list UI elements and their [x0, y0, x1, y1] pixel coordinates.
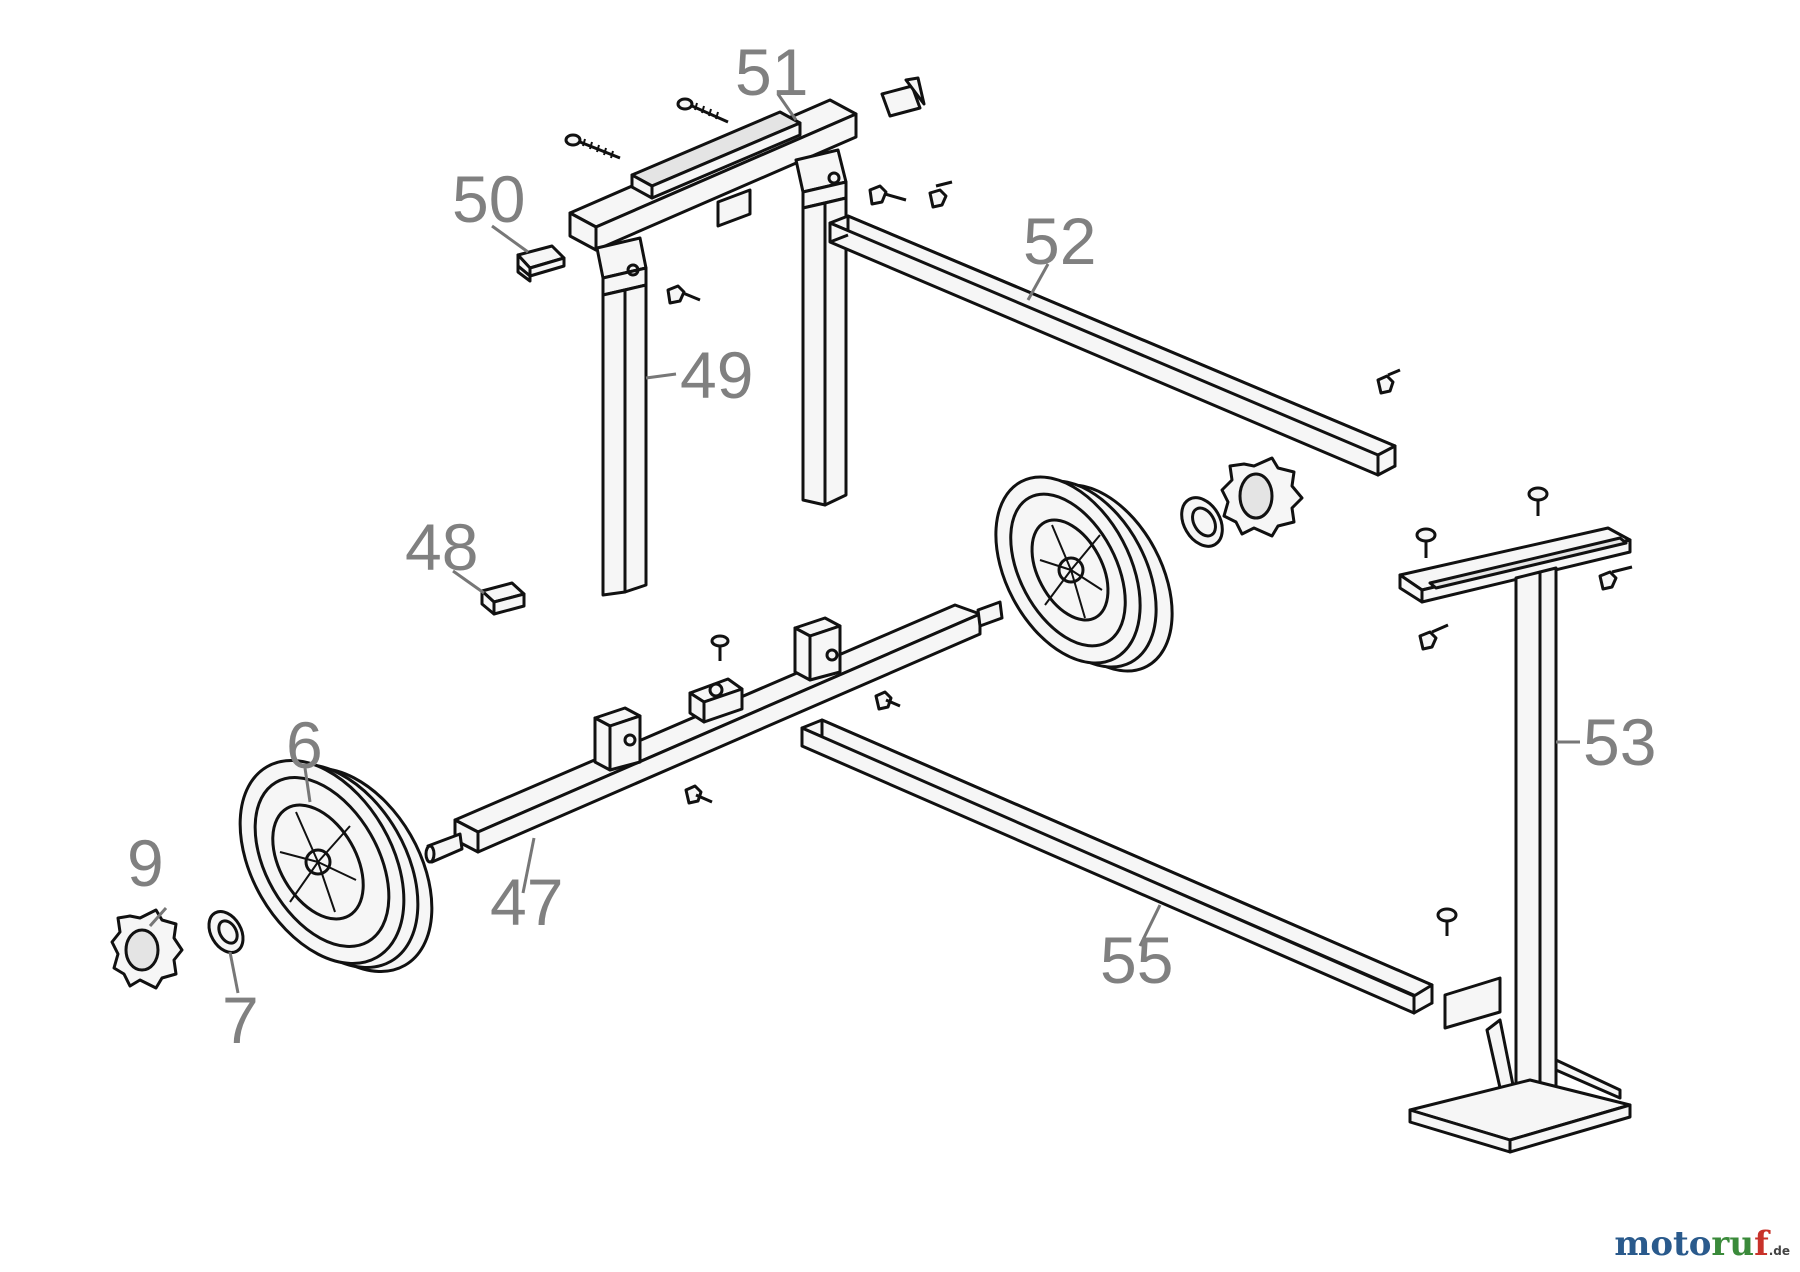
bolt-icon [1418, 623, 1449, 651]
part-49-legs [595, 148, 848, 597]
callout-51: 51 [735, 35, 808, 109]
part-48-end-cap [480, 581, 526, 616]
part-6-wheel-right [994, 475, 1174, 673]
square-nut-icon [880, 76, 926, 118]
callouts: 51 50 52 49 48 6 9 7 47 55 53 [127, 35, 1656, 1057]
callout-6: 6 [286, 708, 323, 782]
watermark-part-3: f [1754, 1224, 1769, 1264]
callout-7: 7 [222, 983, 259, 1057]
bolt-icon [874, 690, 901, 711]
bolt-icon [684, 784, 713, 805]
axle-bolts [684, 634, 901, 805]
callout-55: 55 [1100, 923, 1173, 997]
top-screws [564, 76, 953, 305]
bolt-icon [1598, 565, 1633, 591]
stand-bolts [1415, 486, 1633, 936]
bolt-icon [1376, 368, 1401, 395]
part-52-upper-rail [828, 214, 1397, 477]
part-55-lower-rail [800, 718, 1434, 1015]
part-6-wheel-left [238, 759, 434, 973]
part-53-stand [1398, 526, 1632, 1154]
callout-53: 53 [1583, 705, 1656, 779]
callout-48: 48 [405, 510, 478, 584]
screw-icon [564, 133, 621, 160]
watermark-part-2: ru [1711, 1224, 1755, 1264]
bolt-icon [928, 180, 953, 209]
washer-icon [1180, 496, 1224, 548]
watermark-suffix: .de [1768, 1244, 1790, 1258]
star-cap-icon [110, 908, 184, 990]
bolt-icon [1527, 486, 1549, 516]
callout-49: 49 [680, 338, 753, 412]
bolt-icon [1415, 527, 1437, 558]
watermark-logo: motoruf.de [1614, 1224, 1790, 1264]
part-50-end-cap [516, 244, 566, 283]
watermark-part-1: moto [1614, 1224, 1712, 1264]
part-47-axle-frame [424, 600, 1004, 864]
star-cap-icon [1220, 456, 1304, 538]
bolt-icon [666, 284, 701, 305]
screw-icon [676, 97, 729, 124]
leader-lines [148, 93, 1580, 994]
part-51-top-frame [568, 98, 858, 252]
callout-9: 9 [127, 826, 164, 900]
bolt-icon [1436, 907, 1458, 936]
callout-47: 47 [490, 865, 563, 939]
callout-52: 52 [1023, 204, 1096, 278]
washer-icon [207, 910, 245, 954]
callout-50: 50 [452, 162, 525, 236]
bolt-icon [710, 634, 730, 661]
bolt-icon [868, 184, 907, 206]
